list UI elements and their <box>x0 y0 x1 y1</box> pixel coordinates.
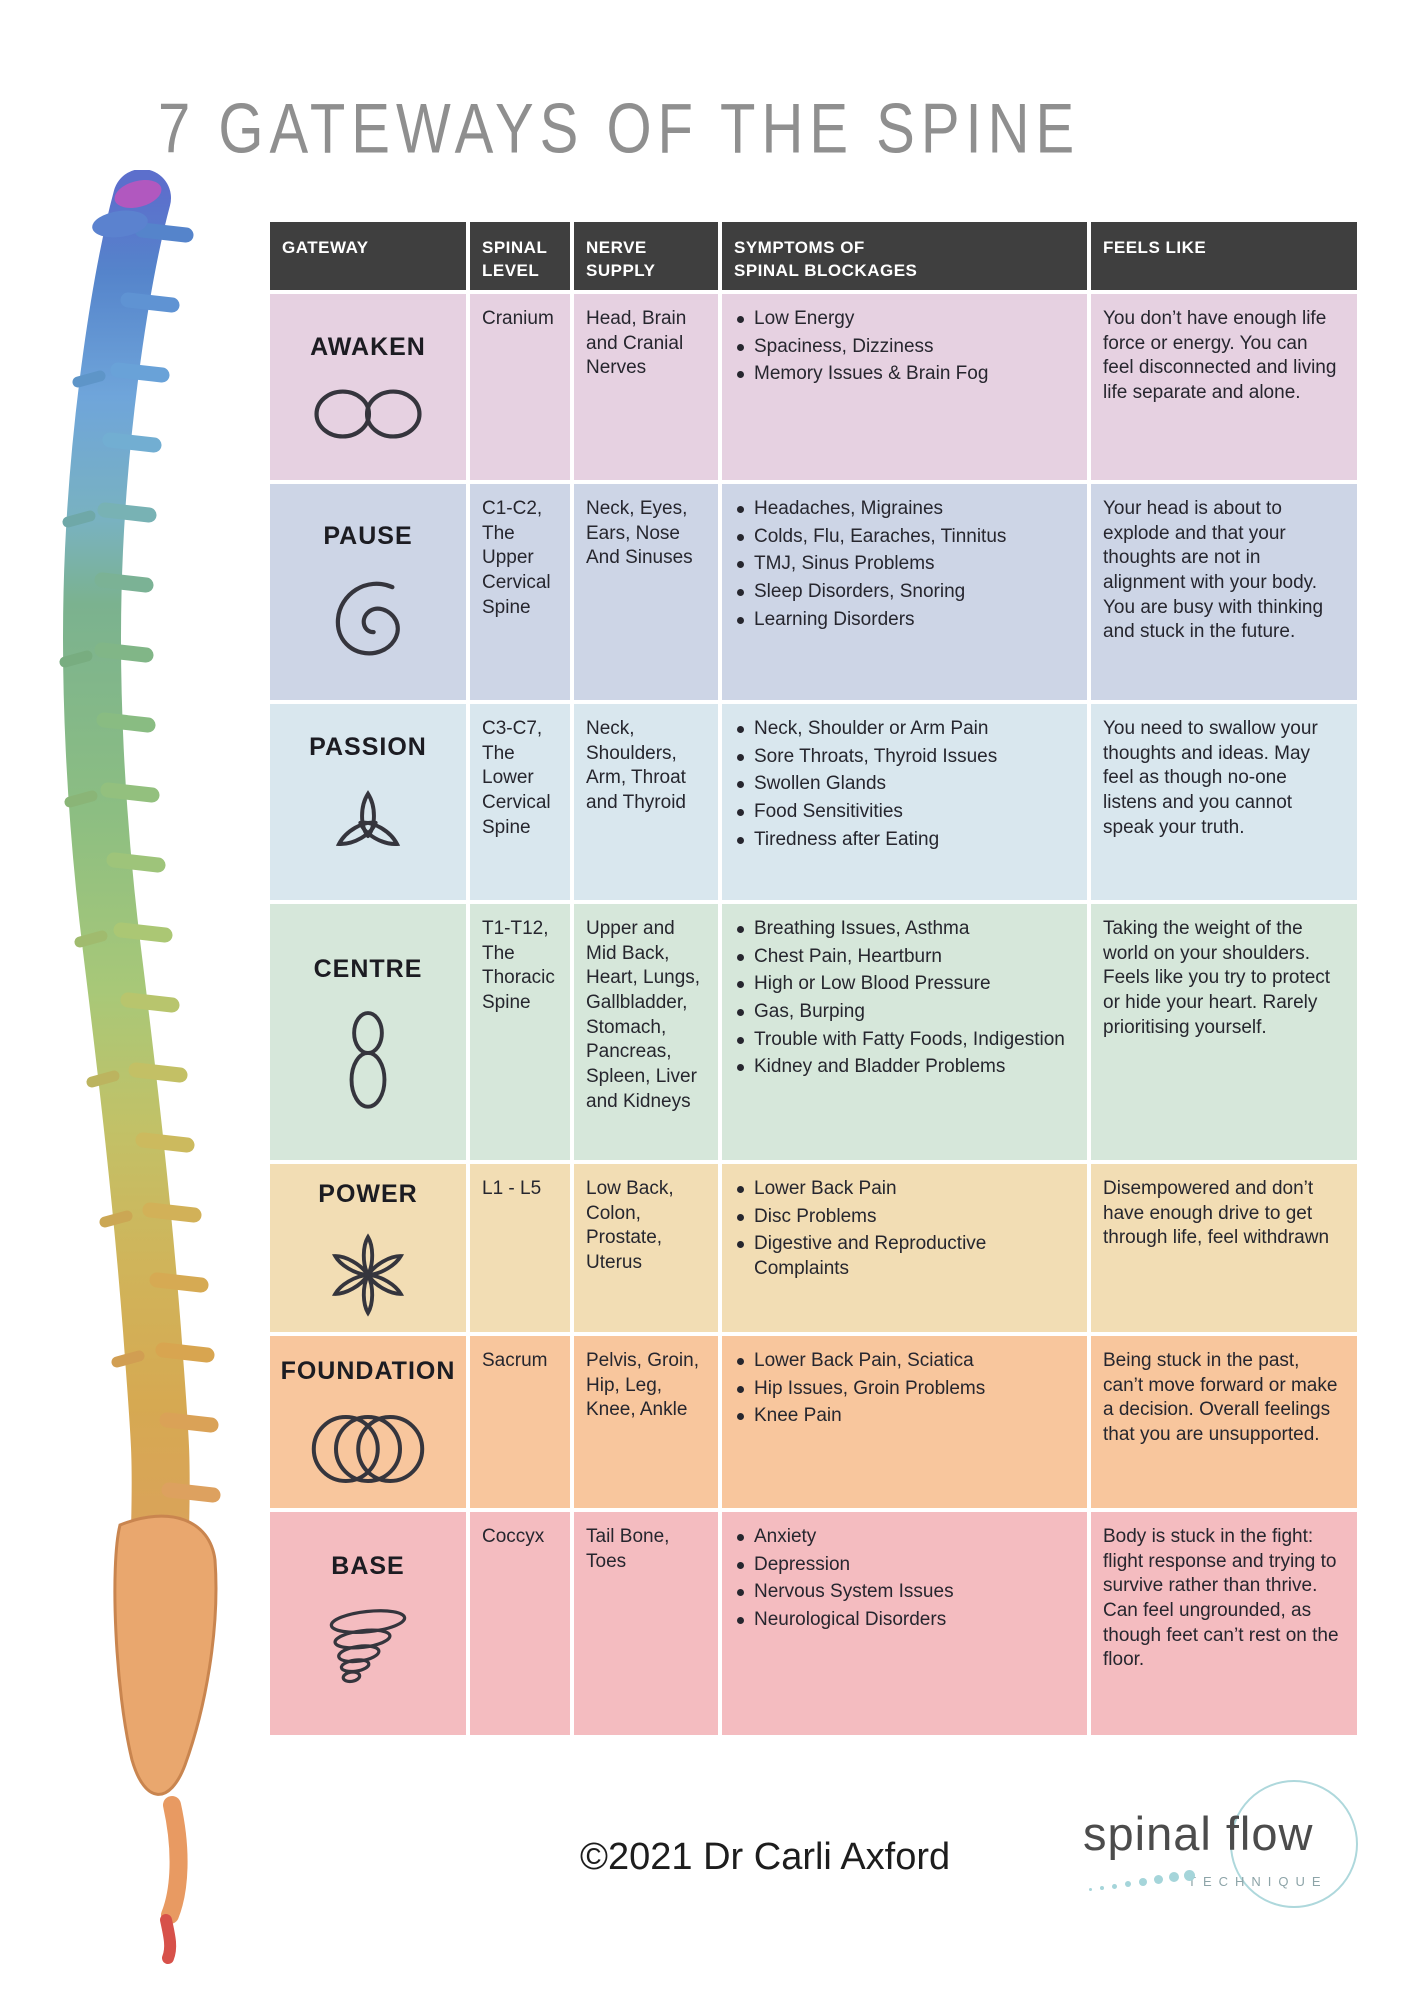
symptom-item: Sore Throats, Thyroid Issues <box>734 745 1075 770</box>
gateway-cell-awaken: AWAKEN <box>270 294 466 480</box>
gateway-label: POWER <box>318 1179 418 1208</box>
symptom-item: Trouble with Fatty Foods, Indigestion <box>734 1028 1075 1053</box>
gateway-cell-power: POWER <box>270 1164 466 1332</box>
spinal-level-cell: Sacrum <box>470 1336 570 1508</box>
copyright-text: ©2021 Dr Carli Axford <box>580 1836 951 1878</box>
gateway-cell-passion: PASSION <box>270 704 466 900</box>
nerve-supply-cell: Low Back, Colon, Prostate, Uterus <box>574 1164 718 1332</box>
nerve-supply-cell: Upper and Mid Back, Heart, Lungs, Gallbl… <box>574 904 718 1160</box>
spinal-level-cell: T1-T12, The Thoracic Spine <box>470 904 570 1160</box>
feels-like-cell: Your head is about to explode and that y… <box>1091 484 1357 700</box>
symptoms-cell: Neck, Shoulder or Arm Pain Sore Throats,… <box>722 704 1087 900</box>
symptom-item: Neurological Disorders <box>734 1608 1075 1633</box>
symptom-item: Neck, Shoulder or Arm Pain <box>734 717 1075 742</box>
figure-eight-icon <box>349 1011 387 1109</box>
gateway-label: CENTRE <box>313 954 423 983</box>
col-header-spinal-level: SPINAL LEVEL <box>470 222 570 290</box>
nerve-supply-cell: Neck, Shoulders, Arm, Throat and Thyroid <box>574 704 718 900</box>
gateway-label: AWAKEN <box>310 332 426 361</box>
infinity-icon <box>314 389 422 439</box>
symptom-item: Knee Pain <box>734 1404 1075 1429</box>
feels-like-cell: You don’t have enough life force or ener… <box>1091 294 1357 480</box>
spinal-level-cell: C1-C2, The Upper Cervical Spine <box>470 484 570 700</box>
gateway-cell-pause: PAUSE <box>270 484 466 700</box>
triquetra-icon <box>335 790 401 847</box>
symptom-item: Lower Back Pain, Sciatica <box>734 1349 1075 1374</box>
symptoms-cell: Headaches, Migraines Colds, Flu, Earache… <box>722 484 1087 700</box>
symptom-item: Nervous System Issues <box>734 1580 1075 1605</box>
col-header-feels-like: FEELS LIKE <box>1091 222 1357 290</box>
symptom-item: Disc Problems <box>734 1205 1075 1230</box>
nerve-supply-cell: Tail Bone, Toes <box>574 1512 718 1735</box>
symptom-item: Food Sensitivities <box>734 800 1075 825</box>
spiral-icon <box>335 581 400 656</box>
symptoms-cell: Lower Back Pain, Sciatica Hip Issues, Gr… <box>722 1336 1087 1508</box>
symptom-item: Depression <box>734 1553 1075 1578</box>
spinal-level-cell: Cranium <box>470 294 570 480</box>
gateway-label: FOUNDATION <box>280 1356 456 1385</box>
symptoms-cell: Anxiety Depression Nervous System Issues… <box>722 1512 1087 1735</box>
symptom-item: Low Energy <box>734 307 1075 332</box>
symptom-item: Sleep Disorders, Snoring <box>734 580 1075 605</box>
symptom-item: Headaches, Migraines <box>734 497 1075 522</box>
symptom-item: Spaciness, Dizziness <box>734 335 1075 360</box>
gateway-cell-base: BASE <box>270 1512 466 1735</box>
col-header-symptoms: SYMPTOMS OF SPINAL BLOCKAGES <box>722 222 1087 290</box>
feels-like-cell: Being stuck in the past, can’t move forw… <box>1091 1336 1357 1508</box>
symptom-item: Colds, Flu, Earaches, Tinnitus <box>734 525 1075 550</box>
spinal-flow-logo: spinal flow TECHNIQUE <box>1045 1740 1375 1970</box>
col-header-nerve-supply: NERVE SUPPLY <box>574 222 718 290</box>
spine-illustration <box>59 170 221 1964</box>
nerve-supply-cell: Head, Brain and Cranial Nerves <box>574 294 718 480</box>
gateway-cell-centre: CENTRE <box>270 904 466 1160</box>
symptom-item: Digestive and Reproductive Complaints <box>734 1232 1075 1281</box>
gateways-table: GATEWAY SPINAL LEVEL NERVE SUPPLY SYMPTO… <box>270 222 1357 1735</box>
symptom-item: Lower Back Pain <box>734 1177 1075 1202</box>
gateway-cell-foundation: FOUNDATION <box>270 1336 466 1508</box>
symptom-item: Swollen Glands <box>734 772 1075 797</box>
col-header-gateway: GATEWAY <box>270 222 466 290</box>
tornado-icon <box>329 1608 407 1683</box>
flower-icon <box>331 1233 405 1317</box>
symptom-item: Hip Issues, Groin Problems <box>734 1377 1075 1402</box>
symptom-item: High or Low Blood Pressure <box>734 972 1075 997</box>
gateway-label: BASE <box>331 1552 405 1581</box>
logo-circle <box>1230 1780 1358 1908</box>
feels-like-cell: Body is stuck in the fight: flight respo… <box>1091 1512 1357 1735</box>
symptom-item: Breathing Issues, Asthma <box>734 917 1075 942</box>
symptom-item: Anxiety <box>734 1525 1075 1550</box>
spinal-level-cell: Coccyx <box>470 1512 570 1735</box>
poster-title: 7 GATEWAYS OF THE SPINE <box>158 89 1081 169</box>
symptoms-cell: Low Energy Spaciness, Dizziness Memory I… <box>722 294 1087 480</box>
spinal-level-cell: L1 - L5 <box>470 1164 570 1332</box>
symptoms-cell: Lower Back Pain Disc Problems Digestive … <box>722 1164 1087 1332</box>
symptom-item: Gas, Burping <box>734 1000 1075 1025</box>
feels-like-cell: You need to swallow your thoughts and id… <box>1091 704 1357 900</box>
logo-tagline: TECHNIQUE <box>1188 1874 1328 1889</box>
triple-circles-icon <box>311 1415 425 1484</box>
spinal-level-cell: C3-C7, The Lower Cervical Spine <box>470 704 570 900</box>
feels-like-cell: Disempowered and don’t have enough drive… <box>1091 1164 1357 1332</box>
symptom-item: Learning Disorders <box>734 608 1075 633</box>
symptoms-cell: Breathing Issues, Asthma Chest Pain, Hea… <box>722 904 1087 1160</box>
gateway-label: PASSION <box>309 732 427 761</box>
gateway-label: PAUSE <box>323 521 413 550</box>
symptom-item: TMJ, Sinus Problems <box>734 552 1075 577</box>
symptom-item: Kidney and Bladder Problems <box>734 1055 1075 1080</box>
logo-brand-name: spinal flow <box>1083 1807 1314 1860</box>
symptom-item: Memory Issues & Brain Fog <box>734 362 1075 387</box>
nerve-supply-cell: Pelvis, Groin, Hip, Leg, Knee, Ankle <box>574 1336 718 1508</box>
feels-like-cell: Taking the weight of the world on your s… <box>1091 904 1357 1160</box>
symptom-item: Tiredness after Eating <box>734 828 1075 853</box>
symptom-item: Chest Pain, Heartburn <box>734 945 1075 970</box>
nerve-supply-cell: Neck, Eyes, Ears, Nose And Sinuses <box>574 484 718 700</box>
